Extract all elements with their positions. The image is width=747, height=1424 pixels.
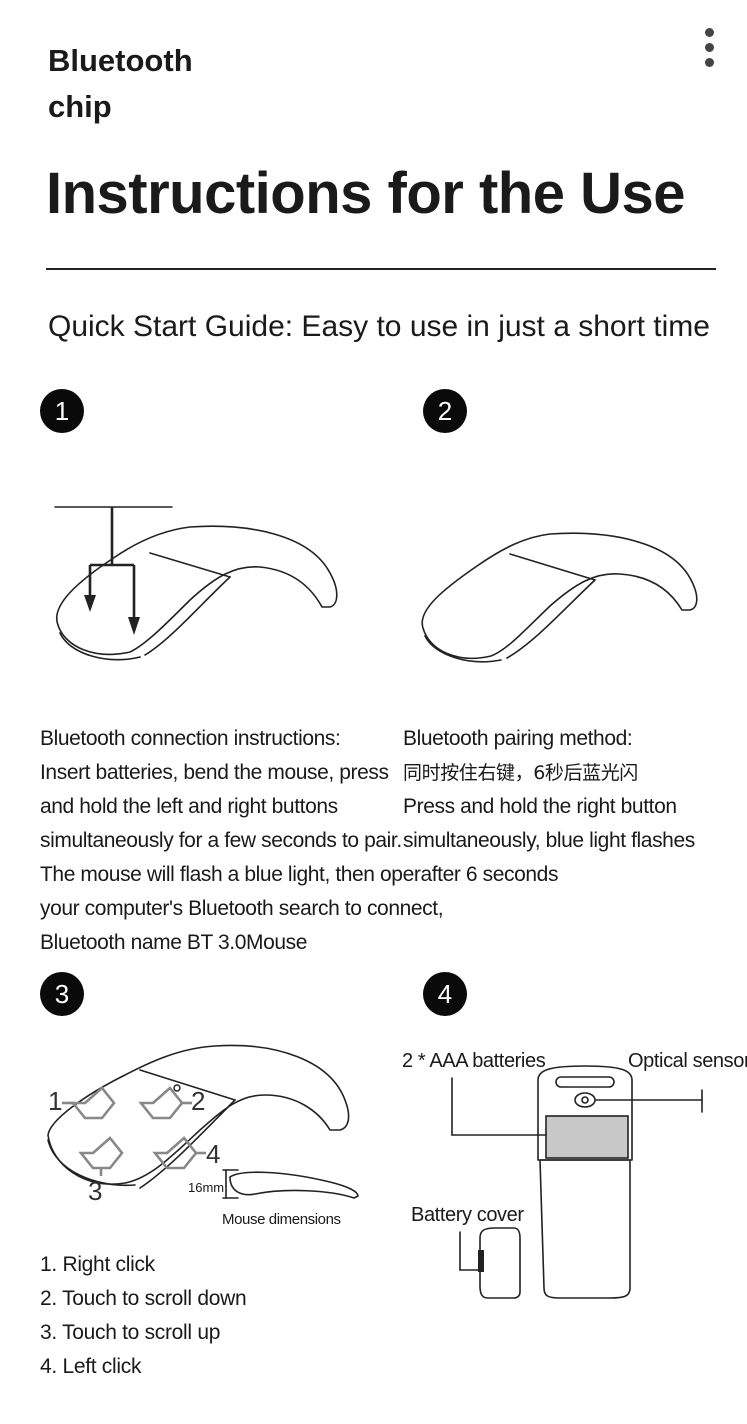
batteries-label: 2 * AAA batteries — [402, 1050, 546, 1072]
step2-instructions: Bluetooth pairing method: 同时按住右键，6秒后蓝光闪 Pr… — [403, 722, 695, 858]
more-dot-icon — [705, 58, 714, 67]
header-title: Bluetooth chip — [48, 38, 268, 130]
step-number-4: 4 — [423, 972, 467, 1016]
more-dot-icon — [705, 28, 714, 37]
step1-line: Bluetooth name BT 3.0Mouse — [40, 931, 308, 954]
battery-cover-label: Battery cover — [411, 1204, 524, 1226]
step1-line: Insert batteries, bend the mouse, press — [40, 761, 389, 784]
step1-line: your computer's Bluetooth search to conn… — [40, 897, 444, 920]
sensor-label: Optical sensor — [628, 1050, 747, 1072]
step-number-3: 3 — [40, 972, 84, 1016]
touch-zones-illustration — [47, 1044, 359, 1199]
more-options-button[interactable] — [696, 22, 724, 70]
more-dot-icon — [705, 43, 714, 52]
step1-line: The mouse will flash a blue light, then … — [40, 863, 559, 886]
mouse-illustration — [421, 532, 698, 663]
step-number-1: 1 — [40, 389, 84, 433]
touch-legend: 1. Right click 2. Touch to scroll down 3. … — [40, 1248, 247, 1384]
step1-line: simultaneously for a few seconds to pair… — [40, 829, 402, 852]
dimension-caption: Mouse dimensions — [222, 1211, 341, 1228]
header-title-line1: Bluetooth chip — [48, 43, 193, 124]
step-number-2: 2 — [423, 389, 467, 433]
step1-line: Bluetooth connection instructions: — [40, 727, 341, 750]
page-subtitle: Quick Start Guide: Easy to use in just a… — [48, 310, 710, 343]
dimension-label: 16mm — [188, 1180, 225, 1195]
touch-zone-label-1: 1 — [48, 1086, 63, 1116]
step2-line: simultaneously, blue light flashes — [403, 829, 695, 852]
legend-item: 2. Touch to scroll down — [40, 1287, 247, 1310]
mouse-press-illustration — [54, 506, 338, 661]
step1-instructions: Bluetooth connection instructions: Insert… — [40, 722, 558, 960]
legend-item: 4. Left click — [40, 1355, 142, 1378]
title-divider — [46, 268, 716, 270]
legend-item: 3. Touch to scroll up — [40, 1321, 221, 1344]
touch-zone-label-4: 4 — [206, 1139, 221, 1169]
page-title: Instructions for the Use — [46, 161, 685, 226]
touch-zone-label-2: 2 — [191, 1086, 206, 1116]
step2-line: Press and hold the right button — [403, 795, 677, 818]
touch-zone-label-3: 3 — [88, 1176, 103, 1206]
legend-item: 1. Right click — [40, 1253, 155, 1276]
step2-line: Bluetooth pairing method: — [403, 727, 633, 750]
step2-line: 同时按住右键，6秒后蓝光闪 — [403, 762, 638, 784]
step1-line: and hold the left and right buttons — [40, 795, 338, 818]
mouse-underside-illustration — [451, 1065, 703, 1299]
